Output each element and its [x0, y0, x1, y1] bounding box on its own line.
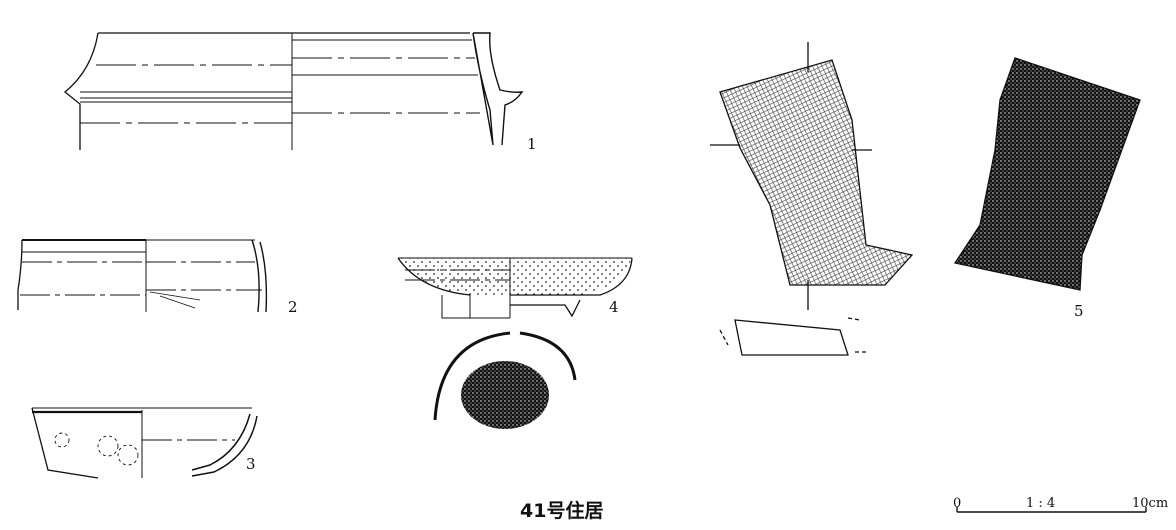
label-5: 5: [1074, 302, 1084, 320]
vessel-3-drawing: [31, 407, 258, 479]
figure-caption: 41号住居: [520, 500, 604, 522]
label-1: 1: [527, 135, 537, 153]
tile-5-drawing: [710, 42, 1141, 356]
scale-ratio: 1 : 4: [1026, 496, 1056, 511]
scale-start: 0: [953, 496, 962, 511]
scale-bar: [956, 507, 1147, 513]
label-2: 2: [288, 298, 298, 316]
vessel-4-drawing: [397, 257, 633, 429]
vessel-1-drawing: [63, 32, 524, 150]
vessel-2-drawing: [17, 239, 268, 313]
label-3: 3: [246, 455, 256, 473]
label-4: 4: [609, 298, 619, 316]
scale-end: 10cm: [1132, 496, 1169, 511]
